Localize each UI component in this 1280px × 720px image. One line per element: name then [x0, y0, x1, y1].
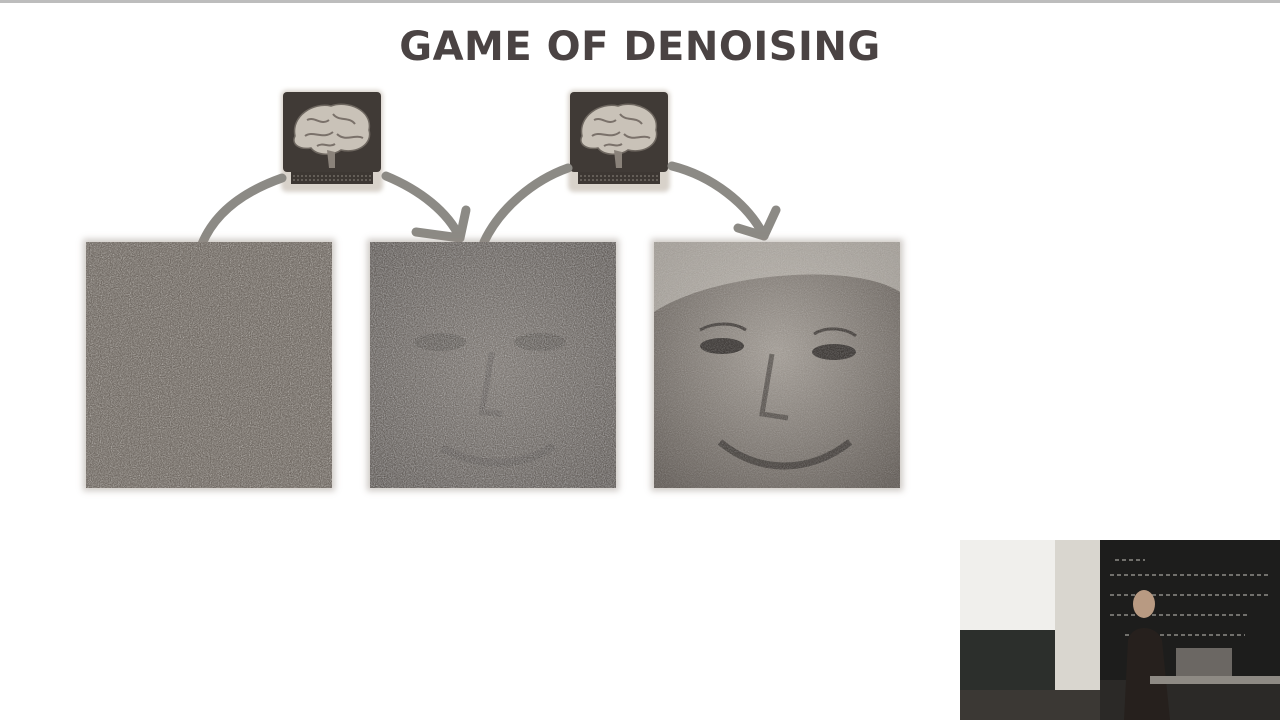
arrow-into-brain-1	[197, 173, 287, 249]
speaker-camera-inset	[960, 540, 1280, 720]
arrow-into-brain-2	[479, 163, 573, 247]
arrowhead-2	[733, 205, 781, 241]
arrowhead-1	[411, 205, 471, 243]
mostly-denoised-face-image	[654, 242, 900, 488]
slide-top-rule	[0, 0, 1280, 3]
brain-on-monitor-icon	[568, 90, 670, 192]
arrow-out-of-brain-1	[381, 171, 465, 243]
arrow-out-of-brain-2	[667, 161, 769, 241]
partially-denoised-face-image	[370, 242, 616, 488]
slide-title: GAME OF DENOISING	[399, 24, 881, 70]
brain-on-monitor-icon	[281, 90, 383, 192]
pure-noise-image	[86, 242, 332, 488]
